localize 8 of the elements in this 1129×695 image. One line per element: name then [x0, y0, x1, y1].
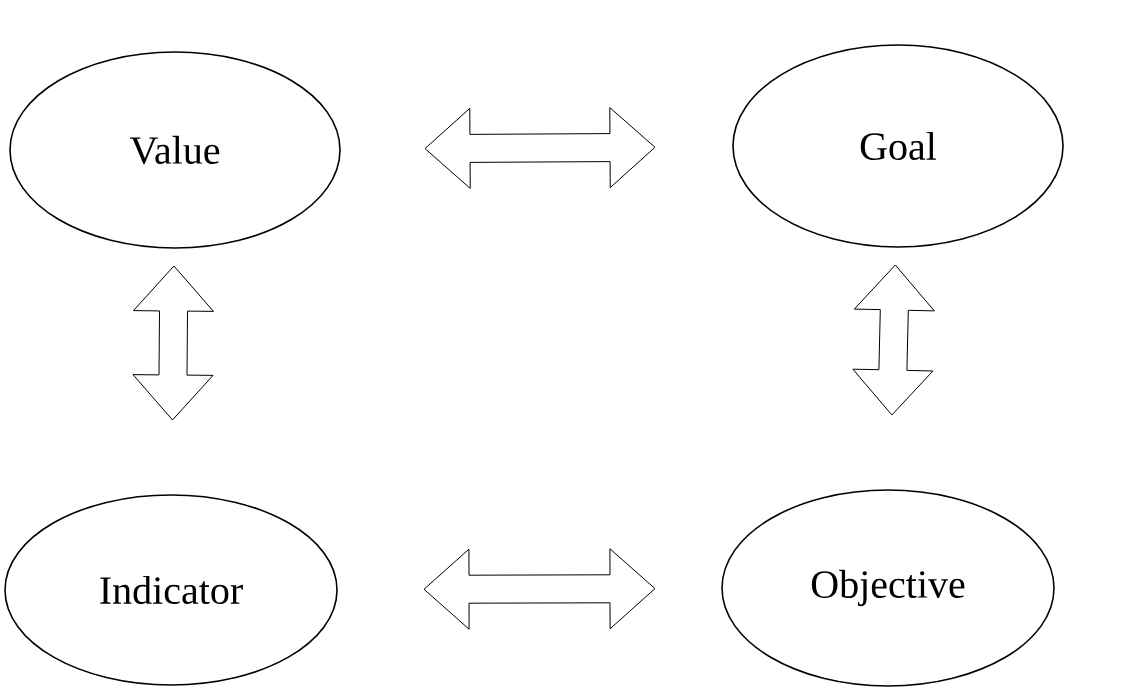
double-arrow — [424, 107, 656, 189]
double-arrow — [852, 264, 935, 416]
double-arrow — [132, 265, 214, 421]
ellipse-node: Goal — [732, 44, 1064, 248]
ellipse-node: Objective — [721, 489, 1055, 687]
ellipse-node: Value — [9, 51, 341, 249]
double-arrow — [423, 548, 656, 630]
ellipse-node: Indicator — [4, 494, 338, 686]
